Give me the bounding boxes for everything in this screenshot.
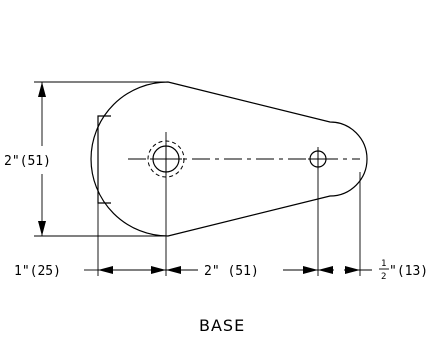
arrow-mid-left bbox=[166, 266, 181, 274]
arrow-left-in bbox=[151, 266, 166, 274]
base-outline bbox=[90, 81, 368, 237]
arrow-right-left bbox=[318, 266, 333, 274]
center-distance-label: 2" (51) bbox=[204, 264, 259, 279]
arrow-right-right bbox=[345, 266, 360, 274]
radius-fraction-numerator: 1 bbox=[381, 259, 386, 269]
radius-fraction-denominator: 2 bbox=[381, 272, 386, 282]
left-hole-counterbore bbox=[147, 140, 185, 178]
flange-outline bbox=[97, 115, 111, 204]
height-arrow-top bbox=[38, 82, 46, 97]
height-arrow-bottom bbox=[38, 221, 46, 236]
radius-dimension-label: "(13) bbox=[389, 264, 428, 279]
height-dimension-label: 2"(51) bbox=[4, 154, 51, 169]
arrow-left-out bbox=[98, 266, 113, 274]
arrow-mid-right bbox=[303, 266, 318, 274]
drawing-title: BASE bbox=[199, 316, 245, 335]
left-offset-label: 1"(25) bbox=[14, 264, 61, 279]
